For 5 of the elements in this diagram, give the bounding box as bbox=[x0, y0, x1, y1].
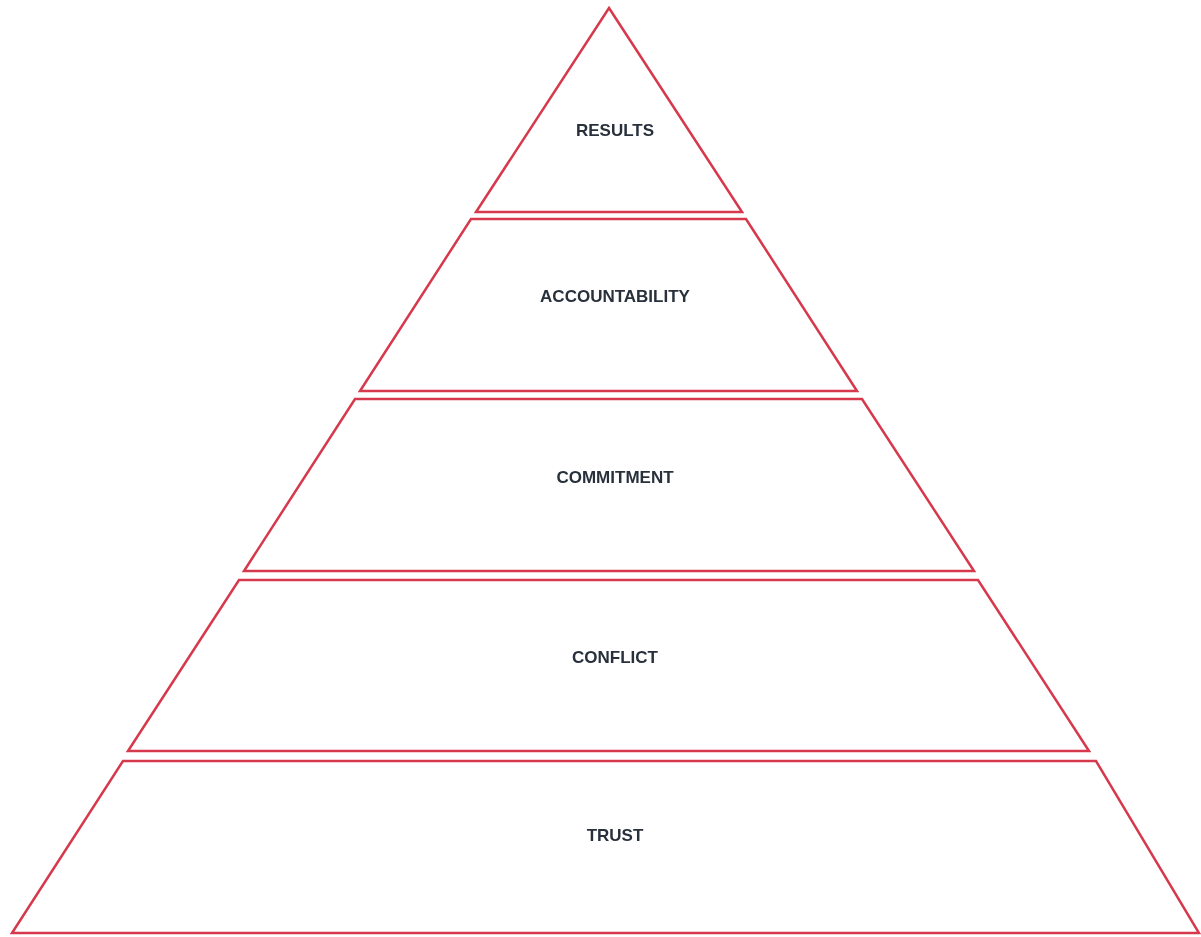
layer-label: RESULTS bbox=[575, 120, 655, 143]
layer-label: TRUST bbox=[586, 825, 644, 848]
layer-label: CONFLICT bbox=[572, 647, 658, 670]
layer-label: COMMITMENT bbox=[556, 467, 674, 490]
layer-label: ACCOUNTABILITY bbox=[540, 286, 690, 309]
